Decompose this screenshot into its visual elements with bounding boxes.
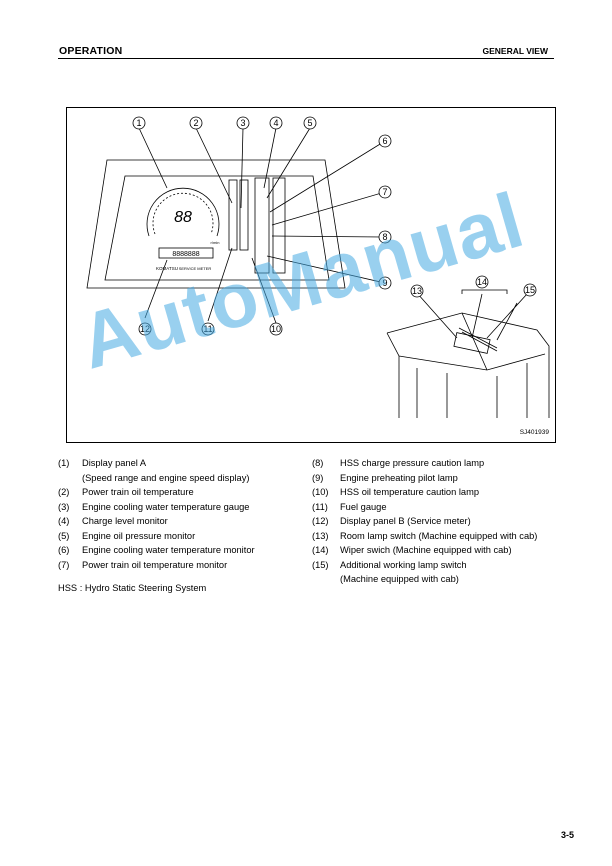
callout-13: 13 [410,284,424,298]
svg-text:10: 10 [271,324,281,334]
callout-2: 2 [189,116,203,130]
legend-item-15: (15)Additional working lamp switch [312,559,467,570]
svg-text:4: 4 [273,118,278,128]
legend-item-10: (10)HSS oil temperature caution lamp [312,487,480,497]
panel-inner-outline [104,175,330,281]
header-section: OPERATION [59,45,123,57]
svg-text:8: 8 [382,232,387,242]
callout-6: 6 [378,134,392,148]
callout-11: 11 [201,322,215,336]
legend-item-5: (5)Engine oil pressure monitor [58,530,196,541]
figure: 1 2 3 4 5 6 7 8 9 10 11 12 13 14 15 88 8… [66,107,556,443]
legend-item-6: (6)Engine cooling water temperature moni… [58,545,255,555]
svg-text:2: 2 [193,118,198,128]
legend-item-9: (9)Engine preheating pilot lamp [312,472,458,483]
callout-3: 3 [236,116,250,130]
legend-item-3: (3)Engine cooling water temperature gaug… [58,501,250,512]
callout-9: 9 [378,276,392,290]
legend-left: (1)Display panel A (Speed range and engi… [58,456,255,572]
svg-text:9: 9 [382,278,387,288]
legend-item-12: (12)Display panel B (Service meter) [312,516,471,526]
legend-item-2: (2)Power train oil temperature [58,487,194,497]
header-title: GENERAL VIEW [482,46,549,56]
svg-text:13: 13 [412,286,422,296]
callout-14: 14 [475,275,489,289]
callout-5: 5 [303,116,317,130]
legend-item-14: (14)Wiper swich (Machine equipped with c… [312,545,512,555]
callout-1: 1 [132,116,146,130]
cab-sketch [386,312,550,418]
speed-dial [146,187,220,237]
callout-15: 15 [523,283,537,297]
svg-text:7: 7 [382,187,387,197]
service-meter-box [158,247,214,259]
meter-caption: SERVICE METER [179,266,212,271]
water-temp-gauge [239,179,249,251]
legend-item-4: (4)Charge level monitor [58,516,168,526]
svg-text:5: 5 [307,118,312,128]
callout-12: 12 [138,322,152,336]
svg-text:12: 12 [140,324,150,334]
legend-item-15-cont: (Machine equipped with cab) [340,574,459,584]
footnote: HSS : Hydro Static Steering System [58,583,207,593]
svg-text:15: 15 [525,285,535,295]
dashboard-diagram: 1 2 3 4 5 6 7 8 9 10 11 12 13 14 15 88 8… [86,116,550,418]
fuel-gauge [228,179,238,251]
legend-item-7: (7)Power train oil temperature monitor [58,559,228,570]
header-rule [58,58,554,59]
legend-item-1-cont: (Speed range and engine speed display) [82,472,250,483]
svg-text:6: 6 [382,136,387,146]
rpm-label: r/min [211,240,220,245]
legend-right: (8)HSS charge pressure caution lamp (9)E… [312,456,537,587]
svg-text:1: 1 [136,118,141,128]
brand-label: KOMATSU [156,266,178,271]
svg-text:14: 14 [477,277,487,287]
callout-8: 8 [378,230,392,244]
legend-item-1: (1)Display panel A [58,458,147,468]
service-meter-digits: 8888888 [172,251,199,258]
callout-4: 4 [269,116,283,130]
panel-outline [86,159,346,289]
legend-item-8: (8)HSS charge pressure caution lamp [312,458,485,468]
svg-text:3: 3 [240,118,245,128]
callout-7: 7 [378,185,392,199]
figure-code: SJ401939 [519,429,549,436]
speed-digits: 88 [174,209,192,226]
legend-item-11: (11)Fuel gauge [312,501,387,512]
svg-text:11: 11 [203,324,212,334]
legend-item-13: (13)Room lamp switch (Machine equipped w… [312,530,538,541]
page-number: 3-5 [560,830,574,840]
callout-10: 10 [269,322,283,336]
